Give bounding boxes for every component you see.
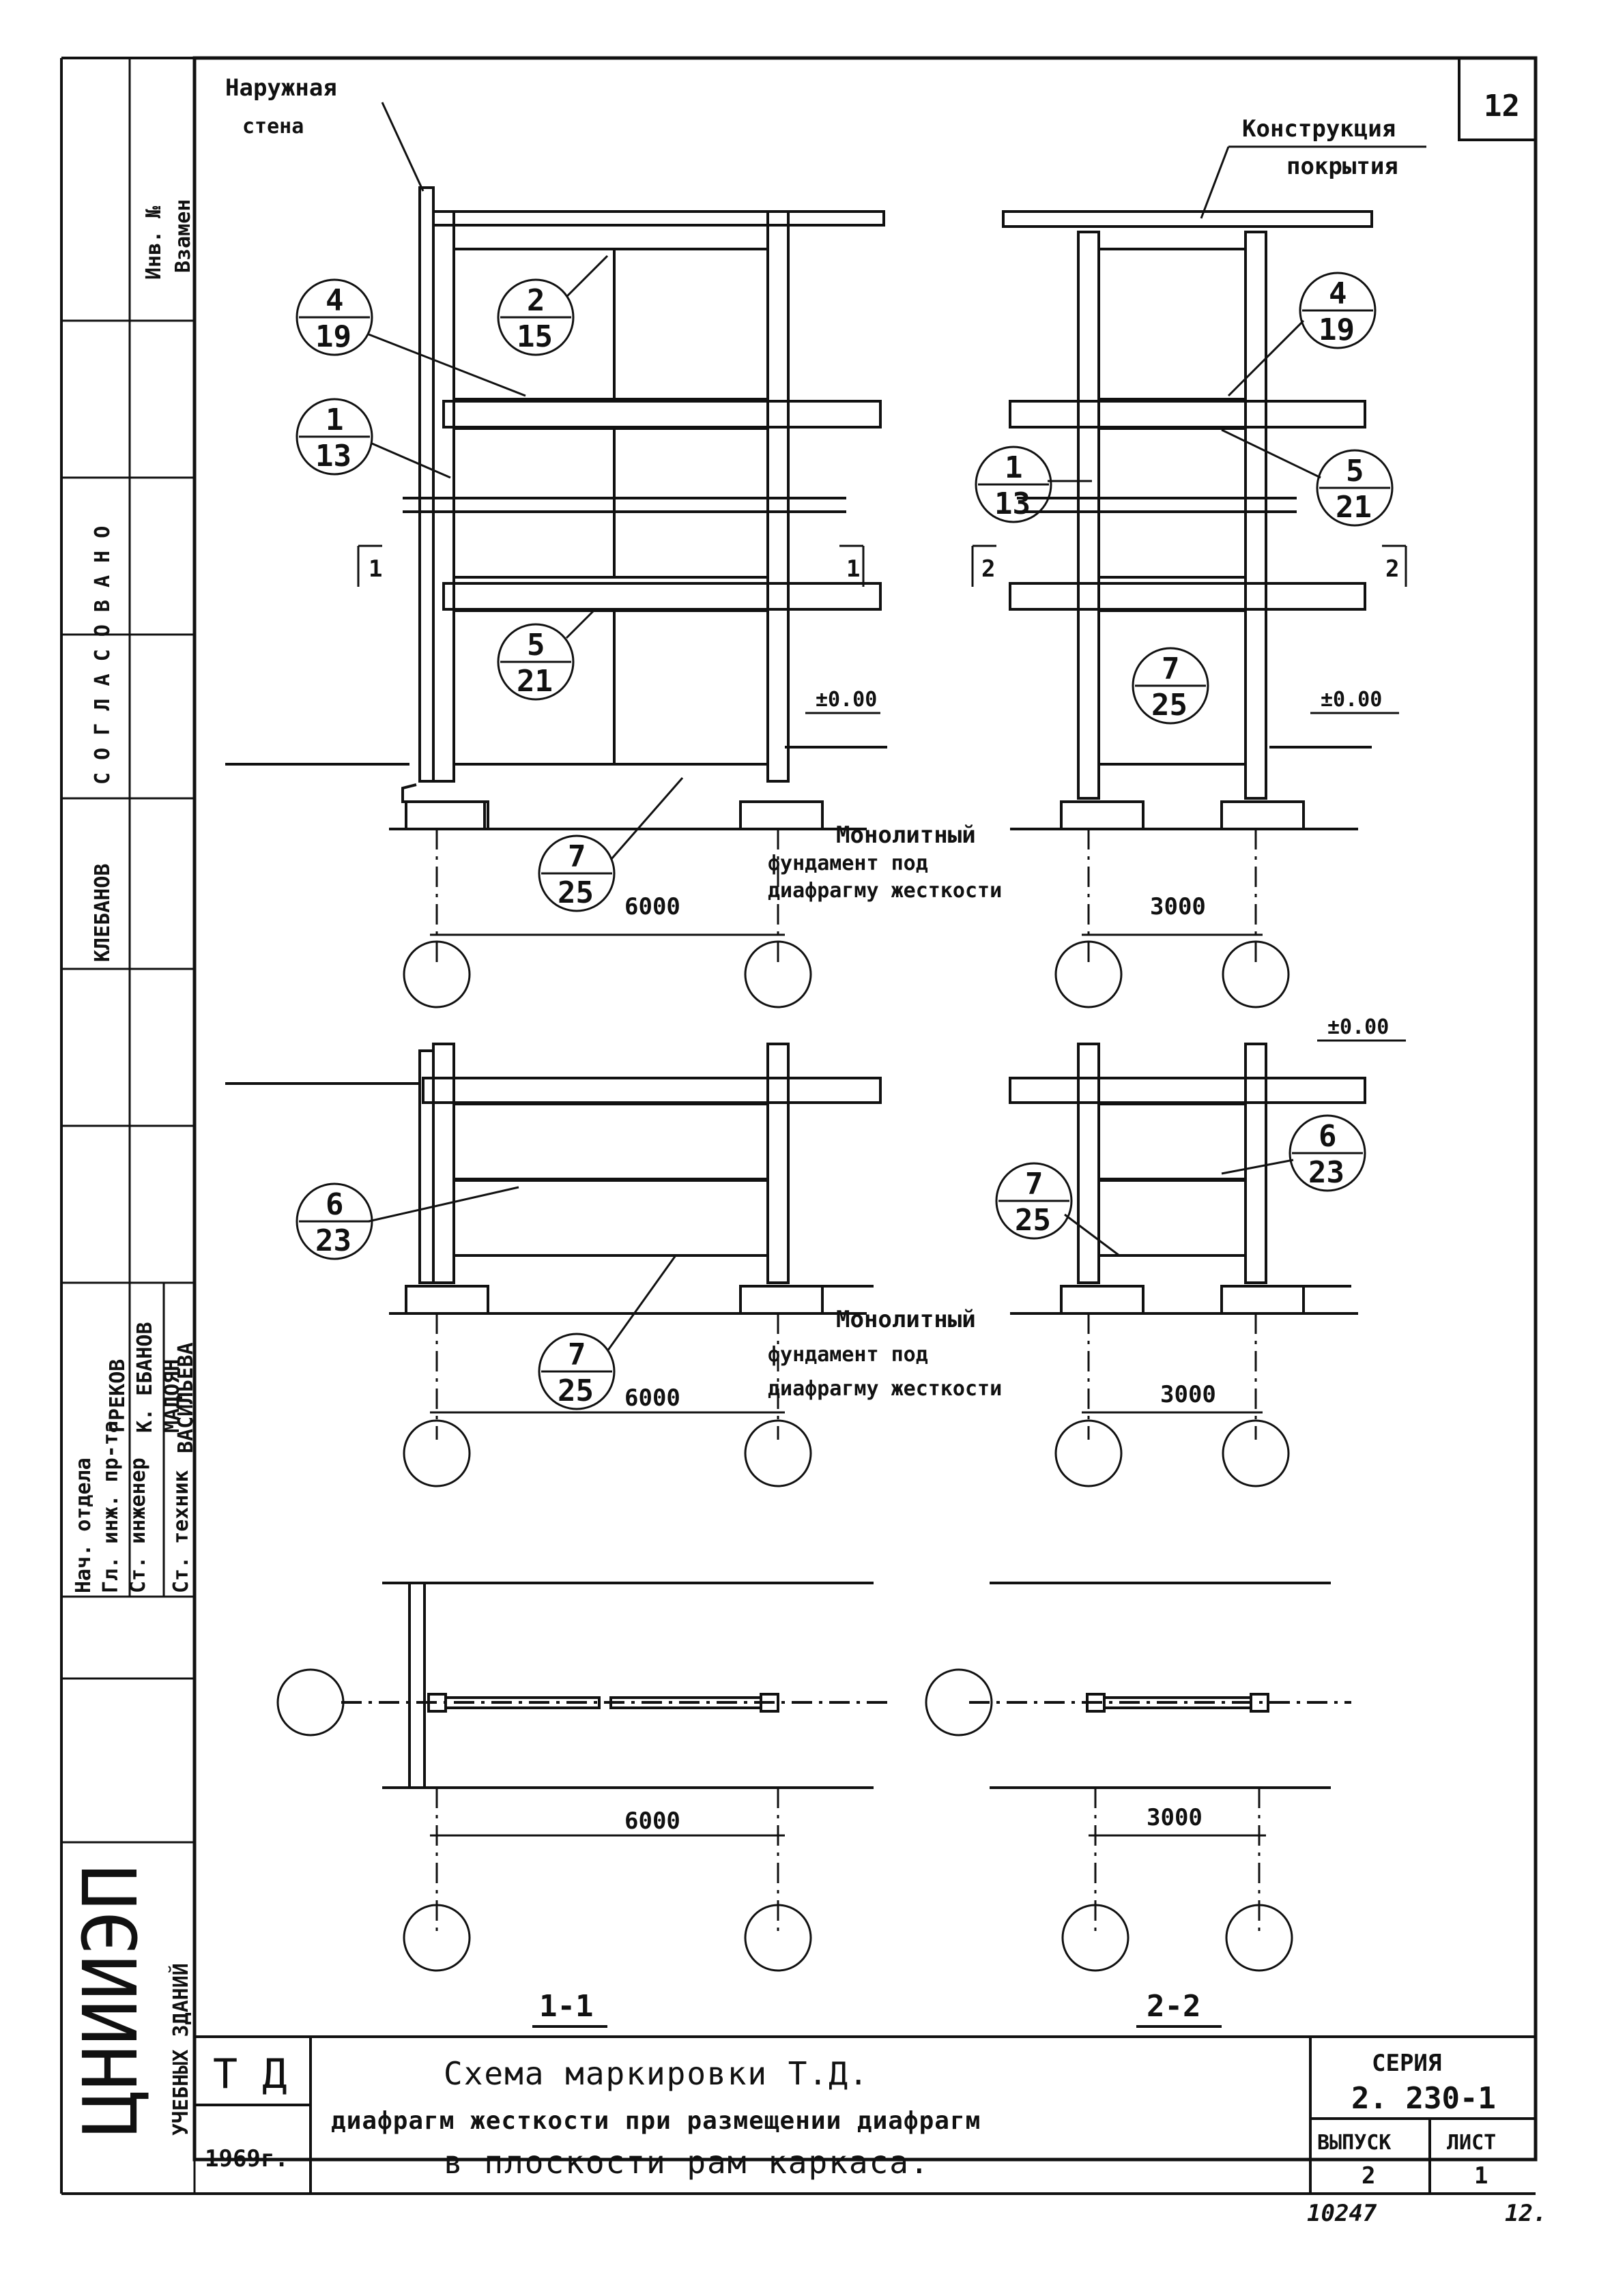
label-foundation-mid-1: Монолитный xyxy=(836,1306,976,1333)
callout-4-19-left-top: 4 xyxy=(326,283,344,318)
title-block-frame xyxy=(195,2035,1536,2194)
issue-value: 2 xyxy=(1362,2162,1375,2190)
frame-elevation-right-top xyxy=(1002,210,1373,830)
stamp-name-3: МАДОЯН xyxy=(160,1359,184,1433)
section-mark-1-right: 1 xyxy=(846,555,860,583)
label-foundation-mid-3: диафрагму жесткости xyxy=(768,1377,1002,1401)
sheet-number-top: 12 xyxy=(1484,89,1520,123)
title-line-2: диафрагм жесткости при размещении диафра… xyxy=(331,2107,981,2135)
callout-2-15-bottom: 15 xyxy=(517,319,553,354)
callout-circles xyxy=(296,272,1394,1410)
label-roof-2: покрытия xyxy=(1286,153,1398,180)
stamp-klebanov: КЛЕБАНОВ xyxy=(91,864,115,963)
level-mark-lines xyxy=(805,712,1406,1042)
dim-3000-bottom: 3000 xyxy=(1147,1804,1203,1831)
title-line-1: Схема маркировки Т.Д. xyxy=(444,2055,869,2092)
callout-5-21-right-top: 5 xyxy=(1346,454,1364,489)
stamp-sign-off: С О Г Л А С О В А Н О xyxy=(91,526,115,785)
frame-elevation-left-mid xyxy=(225,1043,882,1315)
callout-texts: 4 19 2 15 1 13 5 21 7 25 4 19 1 13 5 21 … xyxy=(315,276,1372,1408)
callout-1-13-left-top: 1 xyxy=(326,403,344,437)
callout-7-25-right-mid-top: 7 xyxy=(1025,1167,1044,1202)
callout-5-21-left-bottom: 21 xyxy=(517,664,553,699)
callout-2-15-top: 2 xyxy=(527,283,545,318)
callout-7-25-left-top: 7 xyxy=(568,839,586,874)
callout-5-21-left-top: 5 xyxy=(527,628,545,663)
stamp-role-3: Ст. инженер xyxy=(126,1457,150,1593)
stamp-role-1: Нач. отдела xyxy=(72,1457,96,1593)
stamp-name-1: ГРЕКОВ xyxy=(106,1359,130,1433)
dim-3000-top: 3000 xyxy=(1150,893,1206,920)
frame-elevation-left-top xyxy=(225,186,887,830)
label-foundation-top-3: диафрагму жесткости xyxy=(768,879,1002,903)
callout-leaders xyxy=(368,255,1321,1352)
stamp-org-sub: УЧЕБНЫХ ЗДАНИЙ xyxy=(169,1963,193,2136)
issue-label: ВЫПУСК xyxy=(1317,2131,1391,2155)
title-year: 1969г. xyxy=(205,2145,289,2173)
plan-section-2-2 xyxy=(969,1582,1351,1789)
stamp-inv: Инв. № xyxy=(142,205,166,280)
stamp-role-4: Ст. техник xyxy=(169,1470,193,1593)
label-outer-wall-1: Наружная xyxy=(225,74,337,102)
axis-lines xyxy=(435,829,1261,1931)
callout-6-23-left-bottom: 23 xyxy=(315,1223,351,1258)
callout-7-25-right-top: 7 xyxy=(1162,652,1180,686)
leader-roof xyxy=(1200,145,1426,219)
label-foundation-top-1: Монолитный xyxy=(836,822,976,849)
leader-outer-wall xyxy=(381,102,424,192)
plan-section-1-1 xyxy=(341,1582,887,1789)
section-mark-lines xyxy=(357,544,1407,587)
dimension-lines xyxy=(430,933,1266,1837)
dim-3000-mid: 3000 xyxy=(1160,1381,1216,1408)
axis-bubbles xyxy=(276,940,1293,1972)
series-value: 2. 230-1 xyxy=(1351,2081,1496,2116)
callout-5-21-right-bottom: 21 xyxy=(1336,490,1372,525)
callout-6-23-left-top: 6 xyxy=(326,1187,344,1222)
level-mark-left-top: ±0.00 xyxy=(816,688,877,712)
callout-1-13-right-bottom: 13 xyxy=(994,486,1031,521)
callout-6-23-right-top: 6 xyxy=(1319,1119,1337,1154)
title-td: Т Д xyxy=(213,2050,287,2098)
stamp-name-2: К. ЕБАНОВ xyxy=(133,1322,157,1433)
callout-1-13-left-bottom: 13 xyxy=(315,439,351,474)
left-stamp xyxy=(61,58,196,2194)
sheet-label: ЛИСТ xyxy=(1447,2131,1496,2155)
series-label: СЕРИЯ xyxy=(1372,2050,1441,2077)
stamp-org: ЦНИИЭП xyxy=(67,1865,154,2136)
callout-7-25-mid-bottom: 25 xyxy=(558,1374,594,1408)
level-mark-right-mid: ±0.00 xyxy=(1327,1015,1389,1039)
section-mark-2-left: 2 xyxy=(981,555,995,583)
section-title-1-1: 1-1 xyxy=(539,1989,593,2024)
frame-elevation-right-mid xyxy=(1009,1043,1366,1315)
label-foundation-mid-2: фундамент под xyxy=(768,1343,928,1367)
section-mark-1-left: 1 xyxy=(369,555,382,583)
stamp-name-4: ВАСИЛЬЕВА xyxy=(174,1342,198,1453)
dim-6000-bottom: 6000 xyxy=(624,1807,680,1835)
archive-number: 10247 xyxy=(1307,2200,1377,2227)
stamp-vzamen: Взамен xyxy=(171,199,195,273)
callout-4-19-right-top: 4 xyxy=(1329,276,1347,311)
title-line-3: в плоскости рам каркаса. xyxy=(444,2144,930,2181)
section-mark-2-right: 2 xyxy=(1385,555,1399,583)
sheet-frame xyxy=(60,56,1538,2195)
callout-7-25-left-bottom: 25 xyxy=(558,875,594,910)
label-foundation-top-2: фундамент под xyxy=(768,852,928,875)
page-number: 12. xyxy=(1505,2200,1546,2227)
callout-7-25-right-bottom: 25 xyxy=(1151,688,1188,723)
label-roof-1: Конструкция xyxy=(1242,115,1396,143)
sheet-value: 1 xyxy=(1474,2162,1488,2190)
callout-4-19-right-bottom: 19 xyxy=(1319,313,1355,347)
callout-1-13-right-top: 1 xyxy=(1005,450,1023,485)
section-title-2-2: 2-2 xyxy=(1147,1989,1200,2024)
callout-4-19-left-bottom: 19 xyxy=(315,319,351,354)
callout-6-23-right-bottom: 23 xyxy=(1308,1155,1344,1190)
callout-7-25-right-mid-bottom: 25 xyxy=(1015,1203,1051,1238)
dim-6000-top: 6000 xyxy=(624,893,680,920)
callout-7-25-mid-top: 7 xyxy=(568,1337,586,1372)
level-mark-right-top: ±0.00 xyxy=(1321,688,1382,712)
label-outer-wall-2: стена xyxy=(242,115,304,139)
stamp-role-2: Гл. инж. пр-та xyxy=(99,1421,123,1593)
dim-6000-mid: 6000 xyxy=(624,1384,680,1412)
